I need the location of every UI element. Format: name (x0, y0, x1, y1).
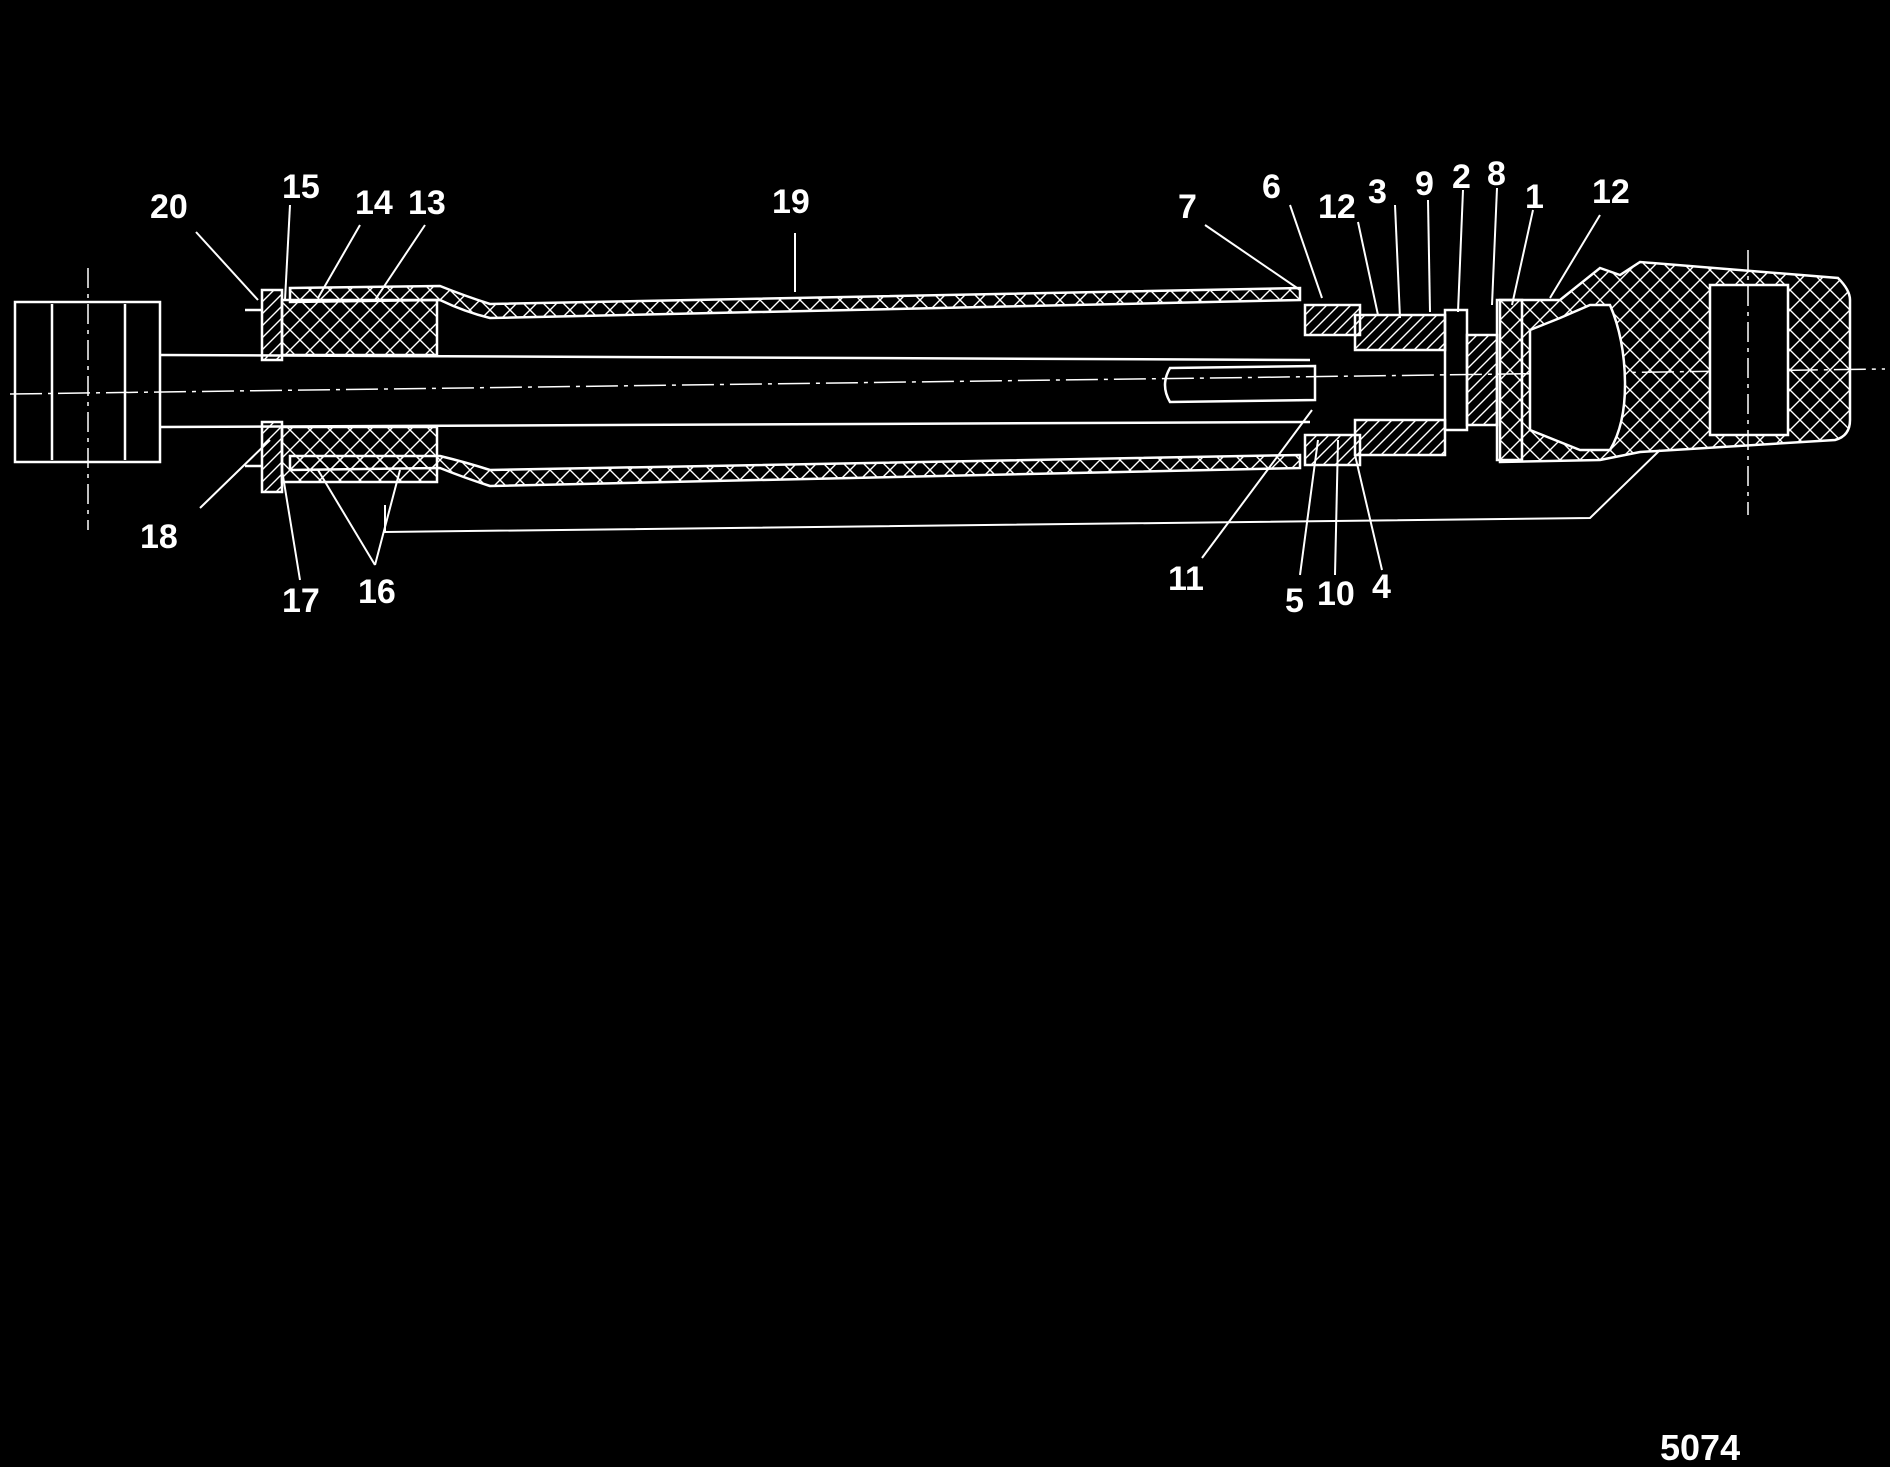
leader-lines (195, 187, 1601, 581)
callout-19: 19 (772, 183, 810, 221)
callout-18: 18 (140, 518, 178, 556)
callout-4: 4 (1372, 568, 1391, 606)
callout-20: 20 (150, 188, 188, 226)
piston-rod (159, 353, 1311, 429)
callout-3: 3 (1368, 173, 1387, 211)
cap-end-right (1498, 250, 1852, 515)
figure-number: 5074 (1660, 1427, 1740, 1467)
callout-13: 13 (408, 184, 446, 222)
cylinder-barrel (288, 284, 1661, 534)
callout-12b: 12 (1592, 173, 1630, 211)
piston-assembly (1163, 298, 1524, 467)
callout-9: 9 (1415, 165, 1434, 203)
gland-assembly (245, 288, 439, 494)
callout-5: 5 (1285, 582, 1304, 620)
callout-6: 6 (1262, 168, 1281, 206)
callout-2: 2 (1452, 158, 1471, 196)
callout-12a: 12 (1318, 188, 1356, 226)
callout-1: 1 (1525, 178, 1544, 216)
callout-11: 11 (1168, 560, 1204, 598)
callout-16: 16 (358, 573, 396, 611)
callout-14: 14 (355, 184, 393, 222)
callout-10: 10 (1317, 575, 1355, 613)
rod-end-eye-left (13, 268, 162, 530)
callout-7: 7 (1178, 188, 1197, 226)
callout-15: 15 (282, 168, 320, 206)
callout-17: 17 (282, 582, 320, 620)
callout-8: 8 (1487, 155, 1506, 193)
